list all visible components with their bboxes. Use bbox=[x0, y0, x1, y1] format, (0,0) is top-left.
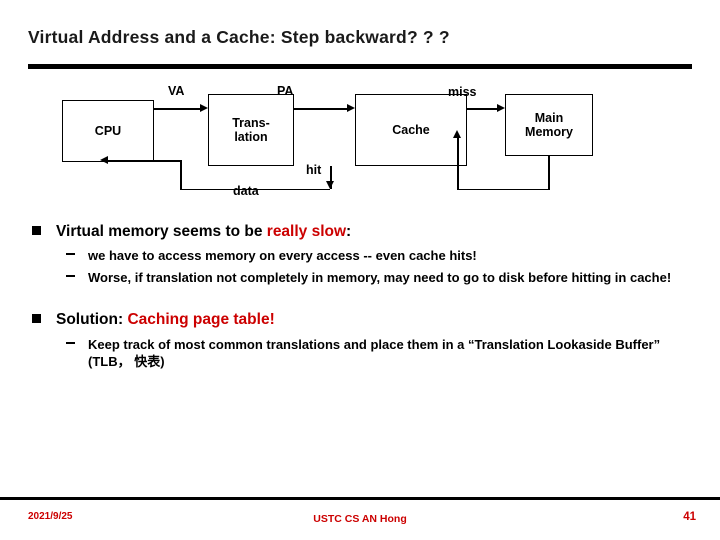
footer-divider bbox=[0, 497, 720, 500]
memory-label-line1: Main bbox=[534, 110, 564, 125]
bullet-text-part-tail: : bbox=[346, 223, 352, 240]
edge-memory-down bbox=[548, 156, 550, 190]
main-memory-box-label: Main Memory bbox=[525, 111, 573, 140]
edge-cache-hit-down bbox=[330, 166, 332, 189]
bullet-square-icon bbox=[32, 226, 41, 235]
bullet-dash-icon bbox=[66, 275, 75, 278]
edge-memory-back-up bbox=[457, 138, 459, 189]
footer-course-label: USTC CS AN Hong bbox=[313, 513, 407, 525]
bullet-level2-tlb: Keep track of most common translations a… bbox=[30, 336, 692, 370]
arrowhead-cache-to-memory bbox=[497, 103, 505, 112]
memory-label-line2: Memory bbox=[525, 125, 573, 139]
data-label: data bbox=[233, 184, 259, 198]
cpu-box-label: CPU bbox=[94, 123, 122, 138]
translation-box: Trans- lation bbox=[208, 94, 294, 166]
bullet-list: Virtual memory seems to be really slow: … bbox=[30, 214, 692, 370]
bullet-text-part: Virtual memory seems to be bbox=[56, 223, 267, 240]
bullet-square-icon bbox=[32, 314, 41, 324]
title-divider bbox=[28, 64, 692, 69]
memory-hierarchy-diagram: CPU Trans- lation Cache Main Memory VA P… bbox=[0, 78, 720, 208]
edge-data-horizontal bbox=[180, 188, 330, 191]
arrowhead-cpu-to-translation bbox=[200, 103, 208, 112]
bullet-text: we have to access memory on every access… bbox=[88, 248, 477, 264]
arrowhead-cache-hit-down bbox=[326, 181, 334, 189]
va-label: VA bbox=[168, 84, 185, 98]
footer-date: 2021/9/25 bbox=[28, 511, 73, 522]
bullet-dash-icon bbox=[66, 341, 75, 344]
bullet-level1-solution: Solution: Caching page table! bbox=[30, 310, 692, 330]
bullet-level2-cache-hits: we have to access memory on every access… bbox=[30, 247, 692, 264]
bullet-spacer bbox=[30, 286, 692, 302]
edge-cpu-to-translation bbox=[154, 108, 200, 110]
miss-label: miss bbox=[448, 85, 477, 99]
translation-label-line1: Trans- bbox=[232, 115, 270, 130]
edge-data-to-cpu bbox=[108, 160, 181, 162]
bullet-text-part-red: Caching page table! bbox=[127, 311, 275, 329]
cpu-box: CPU bbox=[62, 100, 154, 162]
bullet-level1-virtual-memory-slow: Virtual memory seems to be really slow: bbox=[30, 222, 692, 242]
bullet-text-part: Solution: bbox=[56, 311, 128, 329]
arrowhead-memory-to-cache bbox=[453, 130, 461, 138]
bullet-text: Keep track of most common translations a… bbox=[88, 336, 661, 369]
bullet-text-part-red: really slow bbox=[266, 223, 347, 240]
arrowhead-translation-to-cache bbox=[347, 103, 355, 112]
bullet-text: Worse, if translation not completely in … bbox=[88, 270, 672, 286]
translation-label-line2: lation bbox=[234, 130, 268, 144]
edge-cache-to-memory bbox=[467, 108, 497, 110]
translation-box-label: Trans- lation bbox=[232, 116, 270, 145]
page-title: Virtual Address and a Cache: Step backwa… bbox=[28, 27, 450, 47]
edge-memory-back-horizontal bbox=[457, 188, 549, 191]
edge-data-up bbox=[180, 160, 182, 189]
bullet-dash-icon bbox=[66, 253, 75, 256]
cache-box: Cache bbox=[355, 94, 467, 166]
pa-label: PA bbox=[277, 84, 294, 98]
cache-box-label: Cache bbox=[392, 122, 430, 137]
bullet-level2-translation-disk: Worse, if translation not completely in … bbox=[30, 269, 692, 286]
edge-translation-to-cache bbox=[294, 108, 347, 110]
main-memory-box: Main Memory bbox=[505, 94, 593, 156]
hit-label: hit bbox=[306, 163, 322, 177]
arrowhead-data-to-cpu bbox=[100, 155, 108, 164]
footer-page-number: 41 bbox=[683, 511, 696, 523]
